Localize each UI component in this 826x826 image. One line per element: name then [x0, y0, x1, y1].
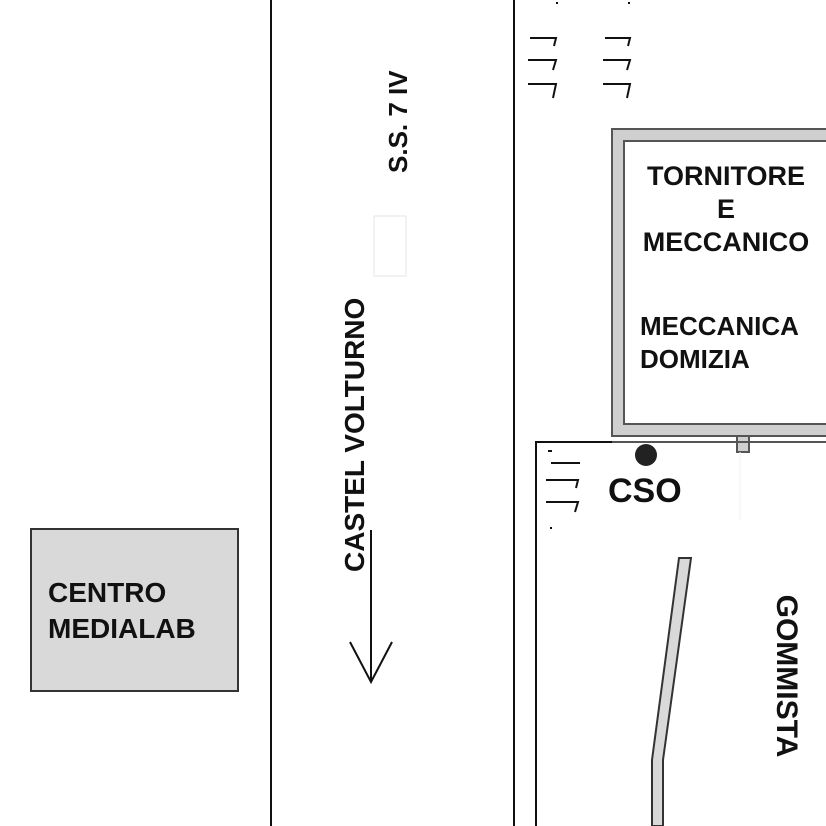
centro-line-2: MEDIALAB	[48, 613, 196, 644]
road-name-label: S.S. 7 IV	[383, 70, 413, 173]
tornitore-line-3: MECCANICO	[642, 227, 810, 257]
centro-line-1: CENTRO	[48, 577, 167, 608]
lot-divider-strip	[651, 557, 693, 826]
gommista-label: GOMMISTA	[770, 594, 803, 758]
tornitore-label: TORNITORE E MECCANICO	[636, 160, 816, 259]
meccanica-label: MECCANICA DOMIZIA	[640, 310, 820, 376]
parking-ticks-top	[528, 2, 632, 99]
centro-medialab-label: CENTRO MEDIALAB	[48, 575, 233, 647]
tornitore-line-1: TORNITORE	[646, 161, 806, 191]
parking-ticks-lower	[546, 450, 580, 529]
direction-label: CASTEL VOLTURNO	[339, 297, 370, 572]
tornitore-line-2: E	[716, 194, 735, 224]
building-centro-medialab	[30, 528, 239, 692]
road-faint-marking	[373, 215, 407, 277]
cso-label: CSO	[608, 472, 682, 510]
lot-gommista	[535, 441, 612, 826]
cso-marker-dot	[635, 444, 657, 466]
direction-arrow	[349, 530, 393, 685]
meccanica-line-1: MECCANICA	[640, 311, 799, 341]
meccanica-line-2: DOMIZIA	[640, 344, 750, 374]
